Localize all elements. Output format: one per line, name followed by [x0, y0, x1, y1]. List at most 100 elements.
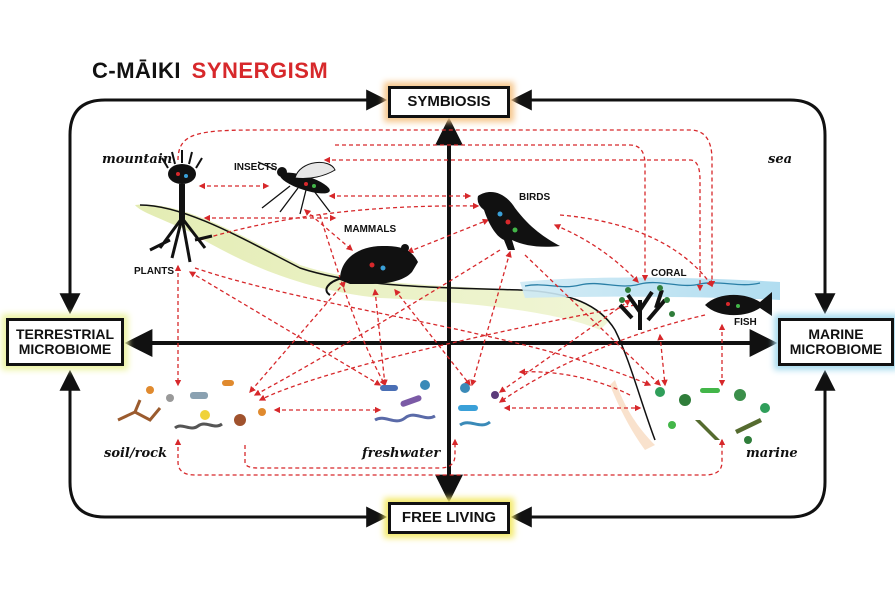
microbe — [460, 383, 470, 393]
diatom — [735, 418, 762, 434]
coral-polyp — [625, 287, 631, 293]
microbe-dot — [312, 184, 316, 188]
microbe — [380, 385, 398, 391]
link-coral-soil — [258, 304, 636, 401]
arrow-bottom-right — [510, 369, 836, 528]
link-coral-marine — [657, 333, 668, 387]
birds-label: BIRDS — [519, 192, 551, 203]
microbe — [258, 408, 266, 416]
microbe — [700, 388, 720, 393]
link-insects-mammals — [304, 209, 353, 251]
flower-spikes — [161, 150, 203, 169]
free-living-box: FREE LIVING — [388, 502, 510, 534]
mammals-label: MAMMALS — [344, 224, 397, 235]
coral-polyp — [657, 285, 663, 291]
marine-label-line1: MARINE — [808, 326, 864, 343]
terrestrial-label-line1: TERRESTRIAL — [16, 326, 114, 343]
marine-microbes — [655, 387, 770, 444]
microbe-dot — [380, 265, 386, 271]
landscape — [135, 204, 780, 450]
link-fish-freshwater — [498, 314, 706, 403]
microbe-dot — [184, 174, 188, 178]
microbe — [760, 403, 770, 413]
symbiosis-box: SYMBIOSIS — [388, 86, 510, 118]
fish-illustration — [705, 292, 772, 316]
soil-microbes — [117, 380, 266, 430]
central-axes — [124, 117, 778, 503]
link-insects-coral — [335, 144, 649, 282]
link-insects-freshwater — [319, 214, 386, 387]
insects-label: INSECTS — [234, 162, 278, 173]
link-birds-coral — [553, 224, 639, 283]
microbe — [400, 395, 422, 407]
microbe-dot — [726, 302, 730, 306]
coral-illustration — [618, 285, 675, 330]
microbe — [190, 392, 208, 399]
coral-polyp — [664, 297, 670, 303]
marine-microbiome-box: MARINE MICROBIOME — [778, 318, 894, 366]
marine-label-line2: MICROBIOME — [789, 341, 883, 357]
interaction-arrows — [174, 129, 726, 476]
coral-branches — [618, 289, 667, 330]
terrestrial-microbiome-box: TERRESTRIAL MICROBIOME — [6, 318, 124, 366]
microbe-filament — [374, 413, 436, 423]
coral-label: CORAL — [651, 268, 687, 279]
free-living-label: FREE LIVING — [401, 509, 497, 527]
bird-body — [477, 192, 560, 250]
microbe-dot — [304, 182, 308, 186]
microbe-dot — [512, 227, 518, 233]
microbe — [222, 380, 234, 386]
microbe — [234, 414, 246, 426]
mammal-ear — [401, 244, 409, 252]
microbe-filament — [459, 420, 491, 427]
terrestrial-label-line2: MICROBIOME — [18, 341, 112, 357]
bird-illustration — [477, 192, 560, 250]
link-insects-fish — [323, 156, 704, 292]
microbe — [458, 405, 478, 411]
plant-roots — [149, 217, 213, 263]
link-soil-freshwater-bottom — [244, 438, 459, 469]
insect-illustration — [257, 161, 336, 215]
microbe — [200, 410, 210, 420]
link-birds-fish — [559, 214, 713, 288]
insect-legs — [257, 161, 331, 215]
mountain-label: mountain — [102, 152, 173, 167]
link-mammals-birds — [406, 218, 490, 254]
freshwater-microbes — [374, 380, 499, 427]
microbe — [744, 436, 752, 444]
title-part1: C-MĀIKI — [92, 58, 182, 83]
microbe — [679, 394, 691, 406]
mammal-tail — [325, 277, 343, 296]
arrow-bottom-left — [59, 369, 388, 528]
symbiosis-label: SYMBIOSIS — [407, 93, 491, 111]
link-birds-soil — [253, 249, 501, 396]
mammal-illustration — [325, 244, 418, 296]
flower-head — [168, 164, 196, 184]
microbe-dot — [176, 172, 180, 176]
microbe-filament — [174, 422, 223, 430]
soil-rock-label: soil/rock — [104, 446, 168, 461]
microbe — [491, 391, 499, 399]
link-plants-freshwater — [188, 271, 382, 386]
link-birds-freshwater — [470, 250, 512, 387]
shore-glow — [610, 380, 655, 450]
microbe-dot — [736, 304, 740, 308]
arrow-top-right — [510, 89, 836, 315]
plants-label: PLANTS — [134, 266, 174, 277]
insect-wings — [294, 162, 336, 179]
marine-label: marine — [746, 446, 798, 461]
microbe-dot — [497, 211, 503, 217]
link-mammals-soil — [249, 281, 346, 393]
link-plants-top-loop — [177, 129, 716, 288]
link-mammals-freshwater — [372, 288, 388, 387]
fish-body — [705, 292, 772, 316]
link-plants-birds — [199, 202, 480, 241]
plant-stem — [179, 184, 185, 220]
microbe — [420, 380, 430, 390]
sea-label: sea — [768, 152, 793, 167]
coral-polyp — [669, 311, 675, 317]
title-part2: SYNERGISM — [191, 58, 329, 83]
microbe — [668, 421, 676, 429]
diatom — [695, 420, 720, 440]
